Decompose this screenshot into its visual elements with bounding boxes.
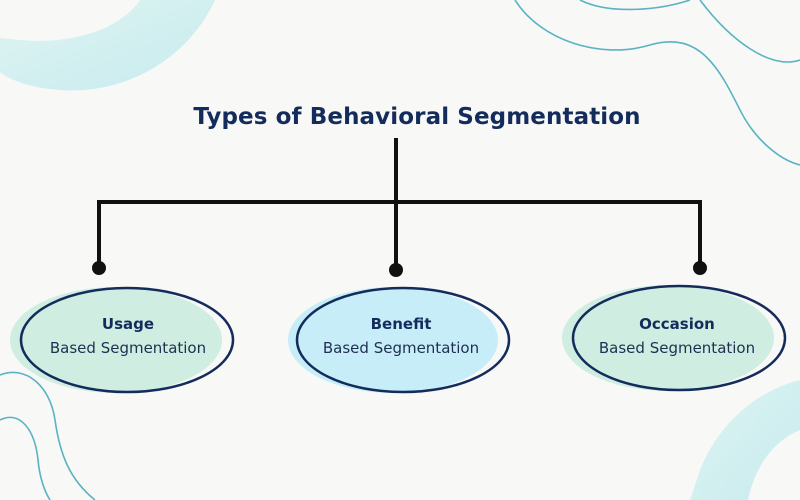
- connector-dot-benefit: [389, 263, 403, 277]
- node-heading: Usage: [101, 315, 155, 333]
- decor-wave-top-right-3: [699, 0, 800, 63]
- node-usage: Usage Based Segmentation: [18, 294, 238, 384]
- node-shape-benefit: [288, 286, 511, 394]
- decor-wave-bottom-left-1: [0, 371, 96, 500]
- decor-wave-top-right-1: [514, 0, 800, 166]
- node-occasion: Occasion Based Segmentation: [567, 294, 787, 384]
- node-benefit: Benefit Based Segmentation: [291, 294, 511, 384]
- node-shape-usage: [10, 286, 235, 394]
- connector-dot-usage: [92, 261, 106, 275]
- decor-wave-bottom-left-2: [0, 416, 51, 500]
- connector-dot-occasion: [693, 261, 707, 275]
- node-subtitle: Based Segmentation: [322, 339, 480, 357]
- decor-blob-top-left-inner: [0, 0, 140, 41]
- node-shape-occasion: [562, 284, 787, 392]
- diagram-title: Types of Behavioral Segmentation: [193, 104, 641, 130]
- decor-wave-top-right-2: [579, 0, 691, 11]
- connector-lines: [97, 138, 702, 270]
- node-subtitle: Based Segmentation: [598, 339, 756, 357]
- node-subtitle: Based Segmentation: [49, 339, 207, 357]
- decor-blob-bottom-right-inner: [748, 430, 800, 500]
- node-heading: Benefit: [370, 315, 432, 333]
- node-heading: Occasion: [639, 315, 715, 333]
